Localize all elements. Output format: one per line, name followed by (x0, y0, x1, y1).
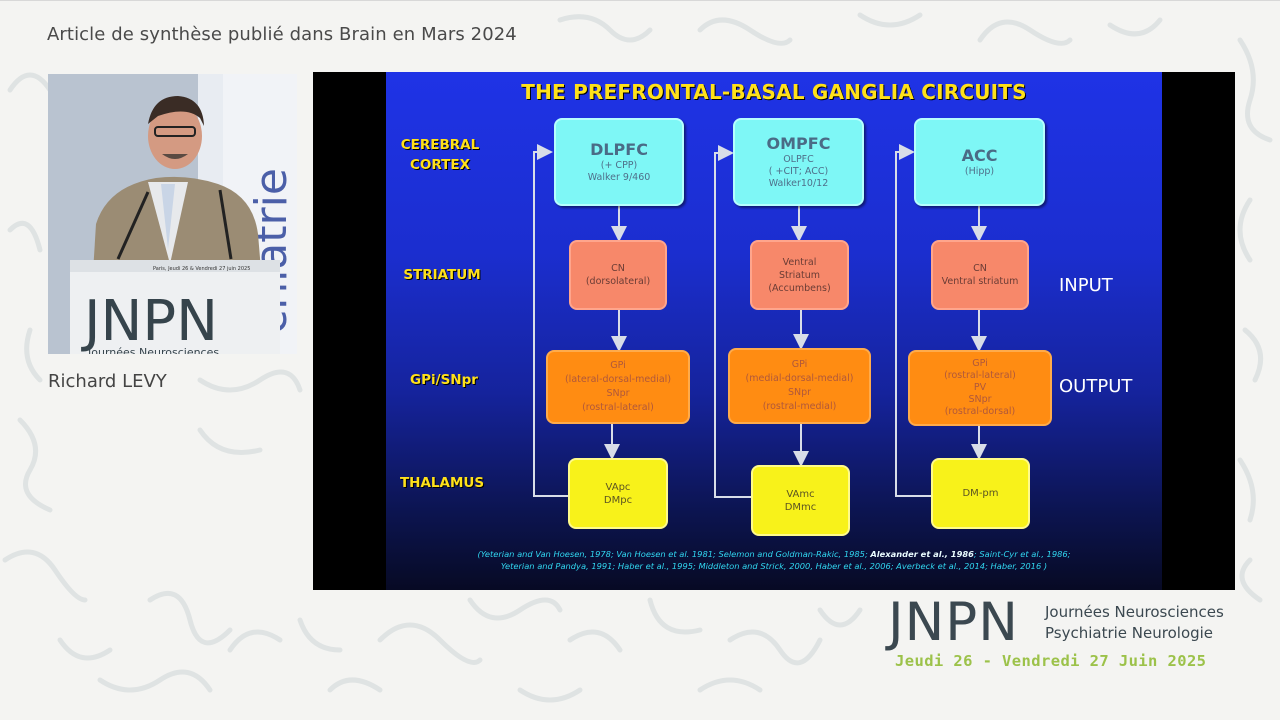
cortex-detail: ( +CIT; ACC) (768, 166, 829, 177)
striatum-line: CN (973, 263, 987, 274)
gpi-box-1: GPi (lateral-dorsal-medial) SNpr (rostra… (546, 350, 690, 424)
gpi-box-2: GPi (medial-dorsal-medial) SNpr (rostral… (728, 348, 871, 424)
row-label-cortex-line2: CORTEX (409, 157, 470, 173)
podium-brand: JNPN (81, 289, 218, 354)
cortex-box-dlpfc: DLPFC (+ CPP) Walker 9/460 (554, 118, 684, 206)
header-caption: Article de synthèse publié dans Brain en… (47, 24, 517, 45)
gpi-line: SNpr (606, 388, 630, 399)
thalamus-box-vapc: VApc DMpc (568, 458, 668, 529)
striatum-line: (dorsolateral) (585, 276, 651, 287)
speaker-name: Richard LEVY (48, 371, 167, 392)
gpi-line: SNpr (787, 387, 812, 398)
gpi-box-3: GPi (rostral-lateral) PV SNpr (rostral-d… (908, 350, 1052, 426)
circuit-connectors (533, 144, 987, 498)
thalamus-line: DM-pm (962, 488, 999, 499)
gpi-line: (rostral-dorsal) (944, 406, 1016, 417)
podium-dateline: Paris, Jeudi 26 & Vendredi 27 juin 2025 (153, 266, 250, 272)
cortex-detail: OLPFC (783, 154, 814, 165)
top-divider (0, 0, 1280, 1)
thalamus-box-dm-pm: DM-pm (931, 458, 1030, 529)
cortex-detail: Walker 9/460 (587, 172, 651, 183)
striatum-box-cn: CN (dorsolateral) (569, 240, 667, 310)
striatum-line: CN (611, 263, 625, 274)
input-label: INPUT (1059, 275, 1113, 296)
gpi-line: GPi (791, 359, 808, 370)
cortex-detail: Walker10/12 (768, 178, 829, 189)
gpi-line: PV (973, 382, 987, 393)
striatum-box-cn-ventral: CN Ventral striatum (931, 240, 1029, 310)
cortex-name: DLPFC (590, 140, 648, 159)
event-dates: Jeudi 26 - Vendredi 27 Juin 2025 (895, 652, 1207, 670)
striatum-line: Ventral striatum (941, 276, 1019, 287)
slide-title: THE PREFRONTAL-BASAL GANGLIA CIRCUITS (521, 80, 1027, 104)
references: (Yeterian and Van Hoesen, 1978; Van Hoes… (386, 548, 1162, 572)
gpi-line: GPi (610, 360, 626, 371)
striatum-line: Striatum (778, 269, 821, 281)
thalamus-line: DMpc (603, 494, 633, 506)
thalamus-box-vamc: VAmc DMmc (751, 465, 850, 536)
slide: THE PREFRONTAL-BASAL GANGLIA CIRCUITS (386, 72, 1162, 590)
striatum-line: Ventral (782, 256, 817, 268)
row-label-striatum: STRIATUM (403, 267, 481, 283)
gpi-line: (lateral-dorsal-medial) (564, 374, 672, 385)
speaker-video: chiatrie Paris, Jeudi 26 & Vendredi 27 j… (48, 74, 297, 354)
cortex-box-ompfc: OMPFC OLPFC ( +CIT; ACC) Walker10/12 (733, 118, 864, 206)
cortex-box-acc: ACC (Hipp) (914, 118, 1045, 206)
row-label-thalamus: THALAMUS (399, 475, 485, 491)
references-line-1: (Yeterian and Van Hoesen, 1978; Van Hoes… (477, 549, 1071, 559)
gpi-line: GPi (972, 358, 988, 369)
cortex-name: ACC (961, 146, 998, 165)
row-label-gpi-snpr: GPi/SNpr (410, 372, 478, 388)
references-line-2: Yeterian and Pandya, 1991; Haber et al.,… (500, 561, 1048, 571)
thalamus-line: DMmc (784, 501, 817, 513)
gpi-line: SNpr (968, 394, 992, 405)
jnpn-tagline-1: Journées Neurosciences (1045, 603, 1224, 621)
podium-subtitle: Journées Neurosciences (87, 346, 219, 354)
row-label-cerebral-cortex: CEREBRAL CORTEX (394, 135, 486, 175)
jnpn-logo: JNPN (888, 592, 1019, 653)
striatum-box-ventral: Ventral Striatum (Accumbens) (750, 240, 849, 310)
gpi-line: (rostral-lateral) (582, 402, 654, 413)
slide-frame: THE PREFRONTAL-BASAL GANGLIA CIRCUITS (313, 72, 1235, 590)
gpi-line: (medial-dorsal-medial) (745, 373, 854, 384)
cortex-detail: (Hipp) (964, 166, 995, 177)
thalamus-line: VApc (605, 481, 631, 493)
output-label: OUTPUT (1059, 376, 1133, 397)
references-highlight: Alexander et al., 1986 (870, 549, 974, 559)
cortex-name: OMPFC (766, 134, 831, 153)
speaker-video-image: chiatrie Paris, Jeudi 26 & Vendredi 27 j… (48, 74, 297, 354)
gpi-line: (rostral-lateral) (944, 370, 1016, 381)
striatum-line: (Accumbens) (768, 282, 831, 294)
cortex-detail: (+ CPP) (600, 160, 638, 171)
thalamus-line: VAmc (786, 488, 815, 500)
row-label-cortex-line1: CEREBRAL (400, 137, 480, 153)
gpi-line: (rostral-medial) (762, 401, 837, 412)
jnpn-tagline-2: Psychiatrie Neurologie (1045, 624, 1214, 642)
